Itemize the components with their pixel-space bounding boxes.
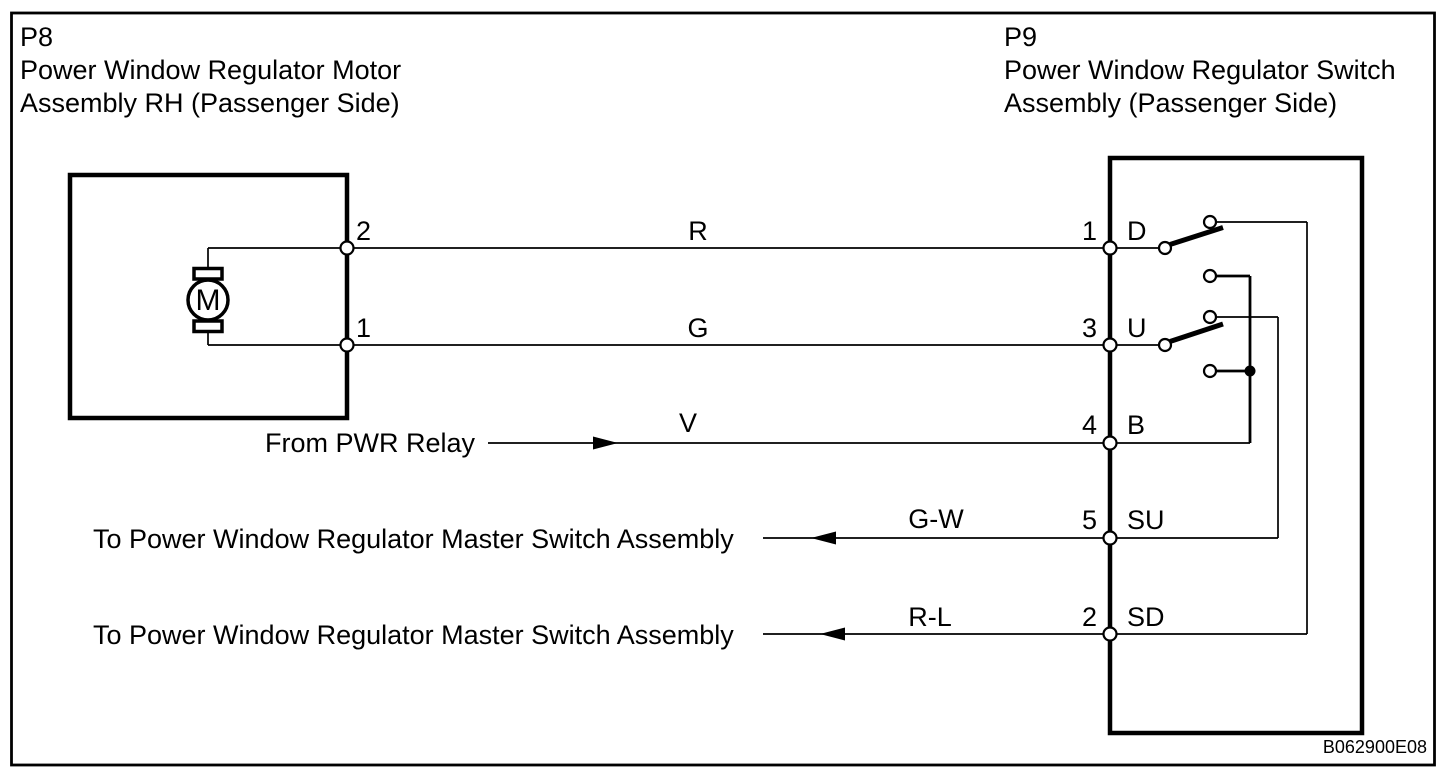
contact-u-throw-lower (1202, 363, 1218, 379)
contact-d-throw-upper (1202, 214, 1218, 230)
pin-numbers: 2 1 1 3 4 5 2 (356, 216, 1097, 632)
pin-number-p8-top: 2 (356, 216, 371, 246)
pin-number-p9-b: 4 (1082, 410, 1097, 440)
wire-color-labels: R G V G-W R-L (679, 216, 964, 632)
connector-right-title-line2: Assembly (Passenger Side) (1004, 88, 1337, 118)
drawing-code: B062900E08 (1323, 737, 1427, 757)
terminal-p9-5 (1102, 530, 1118, 546)
motor-box-outline (67, 172, 350, 421)
motor-icon (186, 278, 230, 322)
terminal-p8-1 (339, 337, 355, 353)
switch-blade-u (1169, 321, 1224, 344)
arrow-left-icon (811, 531, 836, 545)
motor-brush-bottom (192, 319, 224, 334)
terminal-p9-2 (1102, 626, 1118, 642)
wire-color-rl: R-L (908, 602, 952, 632)
arrow-right-icon (593, 436, 618, 450)
terminal-names: D U B SU SD (1127, 216, 1165, 632)
pin-number-p9-d: 1 (1082, 216, 1097, 246)
external-annotations: From PWR Relay To Power Window Regulator… (93, 428, 734, 650)
terminal-name-b: B (1127, 410, 1145, 440)
annotation-to-master-switch-lower: To Power Window Regulator Master Switch … (93, 620, 734, 650)
terminals (339, 240, 1118, 642)
wire-color-g: G (687, 313, 708, 343)
connector-left-header: P8 Power Window Regulator Motor Assembly… (20, 22, 401, 118)
connector-right-id: P9 (1004, 22, 1037, 52)
wire-color-gw: G-W (908, 504, 964, 534)
wire-color-r: R (688, 216, 708, 246)
annotation-from-pwr-relay: From PWR Relay (265, 428, 476, 458)
annotation-to-master-switch-upper: To Power Window Regulator Master Switch … (93, 524, 734, 554)
motor-symbol-label: M (196, 284, 221, 317)
motor-brush-top (192, 266, 224, 281)
terminal-p8-2 (339, 240, 355, 256)
terminal-p9-4 (1102, 435, 1118, 451)
connector-left-id: P8 (20, 22, 53, 52)
pin-number-p9-su: 5 (1082, 505, 1097, 535)
contact-u-throw-upper (1202, 309, 1218, 325)
connector-right-header: P9 Power Window Regulator Switch Assembl… (1004, 22, 1396, 118)
terminal-name-d: D (1127, 216, 1147, 246)
pin-number-p9-sd: 2 (1082, 602, 1097, 632)
wire-color-v: V (679, 408, 697, 438)
contact-d-pole (1157, 240, 1173, 256)
junction-dot (1244, 365, 1256, 377)
motor-assembly-box: M (67, 172, 350, 421)
contact-u-pole (1157, 337, 1173, 353)
terminal-name-su: SU (1127, 505, 1165, 535)
connector-right-title-line1: Power Window Regulator Switch (1004, 55, 1396, 85)
arrow-left-icon (820, 627, 845, 641)
terminal-p9-3 (1102, 337, 1118, 353)
switch-blade-d (1169, 225, 1224, 247)
pin-number-p8-bottom: 1 (356, 313, 371, 343)
terminal-name-u: U (1127, 313, 1147, 343)
wires (208, 247, 1307, 641)
terminal-name-sd: SD (1127, 602, 1165, 632)
connector-left-title-line2: Assembly RH (Passenger Side) (20, 88, 400, 118)
page-border (10, 11, 1436, 767)
contact-d-throw-lower (1202, 268, 1218, 284)
switch-box-outline (1107, 155, 1365, 736)
switch-assembly-box (1107, 155, 1365, 736)
connector-left-title-line1: Power Window Regulator Motor (20, 55, 401, 85)
pin-number-p9-u: 3 (1082, 313, 1097, 343)
terminal-p9-1 (1102, 240, 1118, 256)
